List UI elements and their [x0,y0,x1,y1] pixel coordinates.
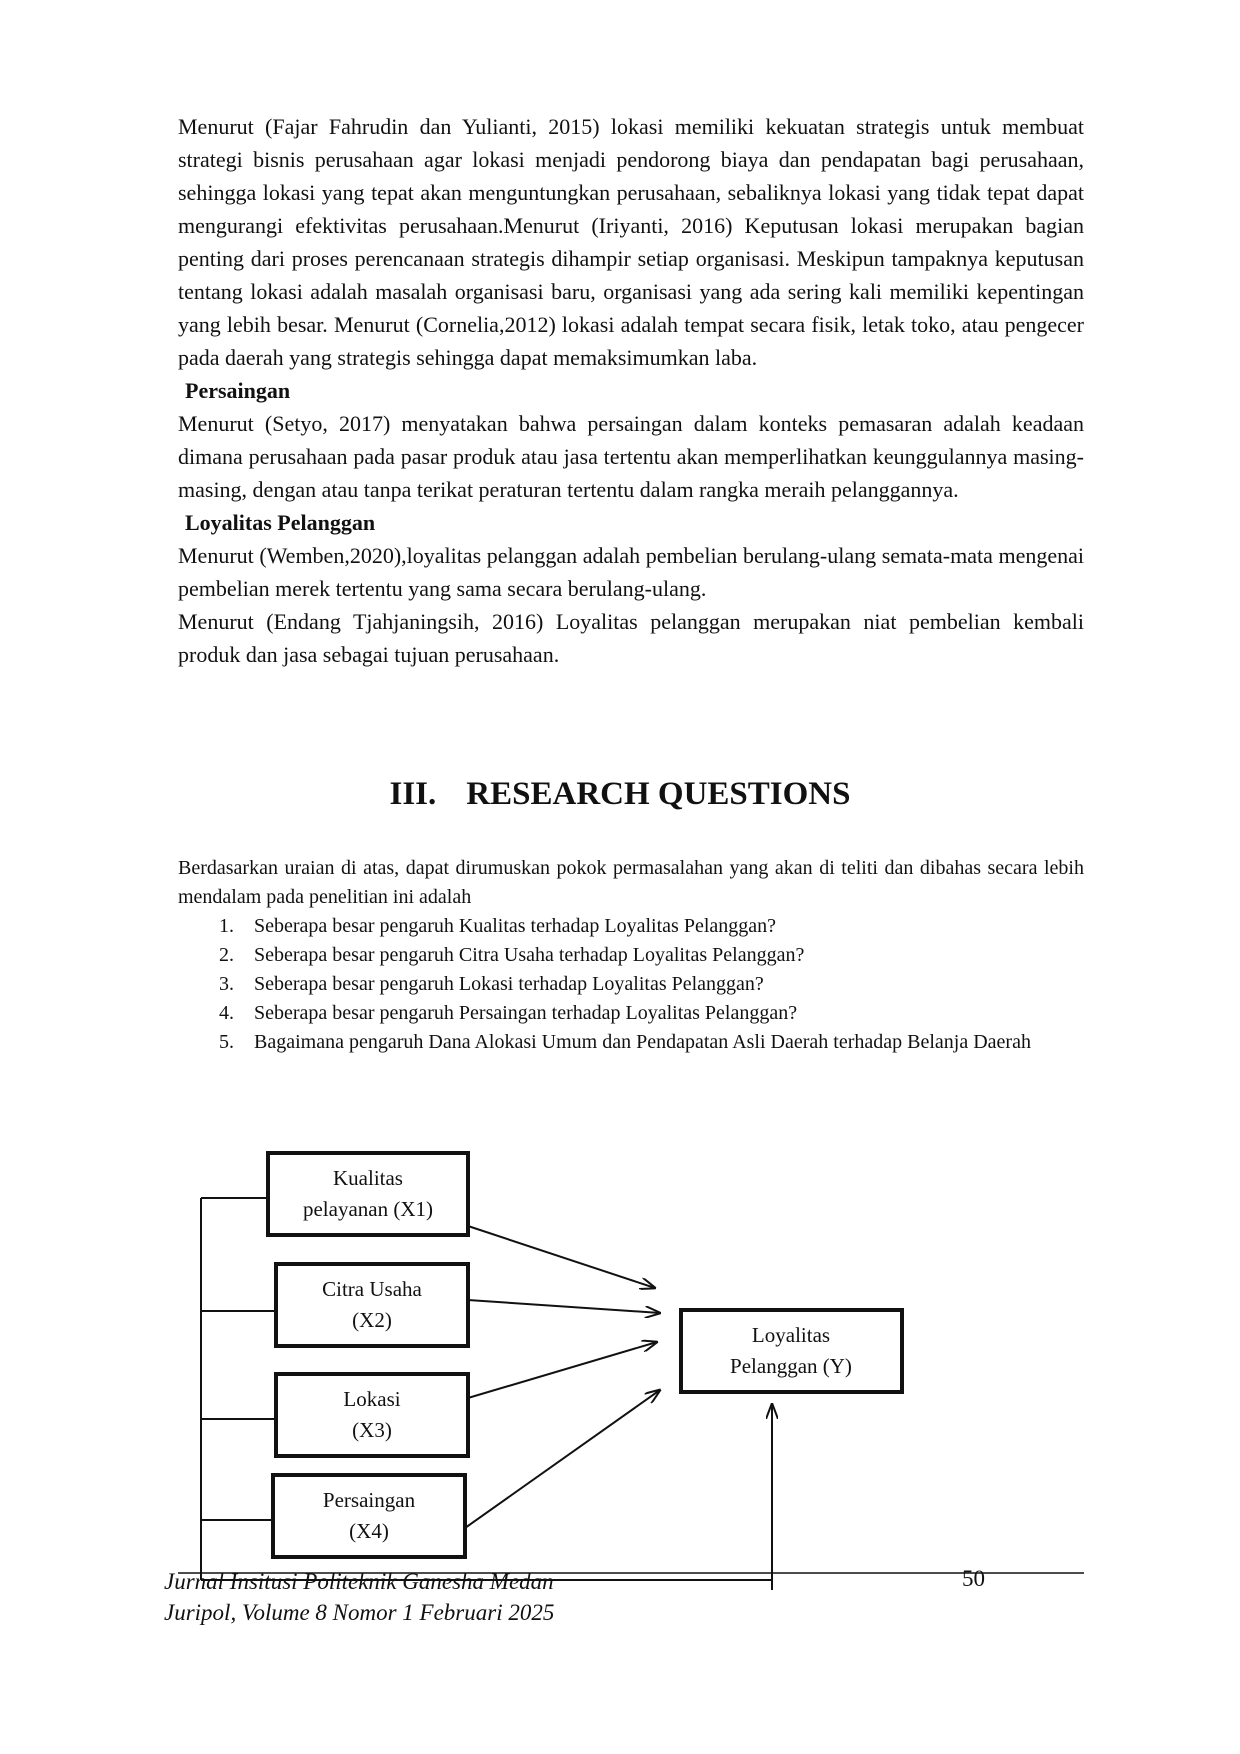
page-number: 50 [962,1566,985,1591]
node-y-label-1: Loyalitas [752,1323,830,1347]
node-x1-label-1: Kualitas [333,1166,403,1190]
arrow-x2-to-y [467,1299,660,1313]
arrow-x4-to-y [464,1390,660,1529]
question-text: Seberapa besar pengaruh Persaingan terha… [254,1002,798,1024]
question-number: 2. [219,944,234,966]
node-y: Loyalitas Pelanggan (Y) [679,1308,904,1394]
section-title-text: RESEARCH QUESTIONS [466,776,851,812]
arrow-x3-to-y [467,1342,657,1399]
node-x4: Persaingan (X4) [271,1473,467,1559]
footer-volume: Juripol, Volume 8 Nomor 1 Februari 2025 [164,1600,555,1625]
heading-loyalitas-pelanggan: Loyalitas Pelanggan [185,510,376,535]
node-x2-label-2: (X2) [352,1308,392,1332]
question-number: 5. [219,1031,234,1053]
body-text: Menurut (Fajar Fahrudin dan Yulianti, 20… [178,110,1084,671]
footer-journal: Jurnal Insitusi Politeknik Ganesha Medan [164,1569,554,1594]
paragraph-lokasi: Menurut (Fajar Fahrudin dan Yulianti, 20… [178,114,1084,370]
list-item: 1. Seberapa besar pengaruh Kualitas terha… [178,912,1084,941]
question-number: 1. [219,915,234,937]
question-number: 3. [219,973,234,995]
node-x1-label-2: pelayanan (X1) [303,1197,433,1221]
list-item: 3. Seberapa besar pengaruh Lokasi terhada… [178,970,1084,999]
node-x2-label-1: Citra Usaha [322,1277,422,1301]
node-x3: Lokasi (X3) [274,1372,470,1458]
research-questions: Berdasarkan uraian di atas, dapat dirumu… [178,854,1084,1057]
paragraph-loyalitas-1: Menurut (Wemben,2020),loyalitas pelangga… [178,543,1084,601]
node-x3-label-1: Lokasi [343,1387,400,1411]
node-y-label-2: Pelanggan (Y) [730,1354,852,1378]
question-text: Seberapa besar pengaruh Citra Usaha terh… [254,944,805,966]
question-number: 4. [219,1002,234,1024]
question-text: Bagaimana pengaruh Dana Alokasi Umum dan… [254,1031,1031,1053]
paragraph-loyalitas-2: Menurut (Endang Tjahjaningsih, 2016) Loy… [178,609,1084,667]
arrow-x1-to-y [467,1225,655,1288]
questions-intro: Berdasarkan uraian di atas, dapat dirumu… [178,857,1084,908]
list-item: 5. Bagaimana pengaruh Dana Alokasi Umum d… [178,1028,1084,1057]
node-x4-label-1: Persaingan [323,1488,416,1512]
node-x2: Citra Usaha (X2) [274,1262,470,1348]
list-item: 2. Seberapa besar pengaruh Citra Usaha te… [178,941,1084,970]
heading-persaingan: Persaingan [185,378,291,403]
list-item: 4. Seberapa besar pengaruh Persaingan ter… [178,999,1084,1028]
footer: Jurnal Insitusi Politeknik Ganesha Medan… [164,1566,554,1628]
section-title: III. RESEARCH QUESTIONS [0,776,1240,813]
paragraph-persaingan: Menurut (Setyo, 2017) menyatakan bahwa p… [178,411,1084,502]
question-text: Seberapa besar pengaruh Lokasi terhadap … [254,973,764,995]
section-number: III. [389,776,437,812]
questions-list: 1. Seberapa besar pengaruh Kualitas terha… [178,912,1084,1057]
node-x1: Kualitas pelayanan (X1) [266,1151,470,1237]
question-text: Seberapa besar pengaruh Kualitas terhada… [254,915,777,937]
node-x4-label-2: (X4) [349,1519,389,1543]
node-x3-label-2: (X3) [352,1418,392,1442]
